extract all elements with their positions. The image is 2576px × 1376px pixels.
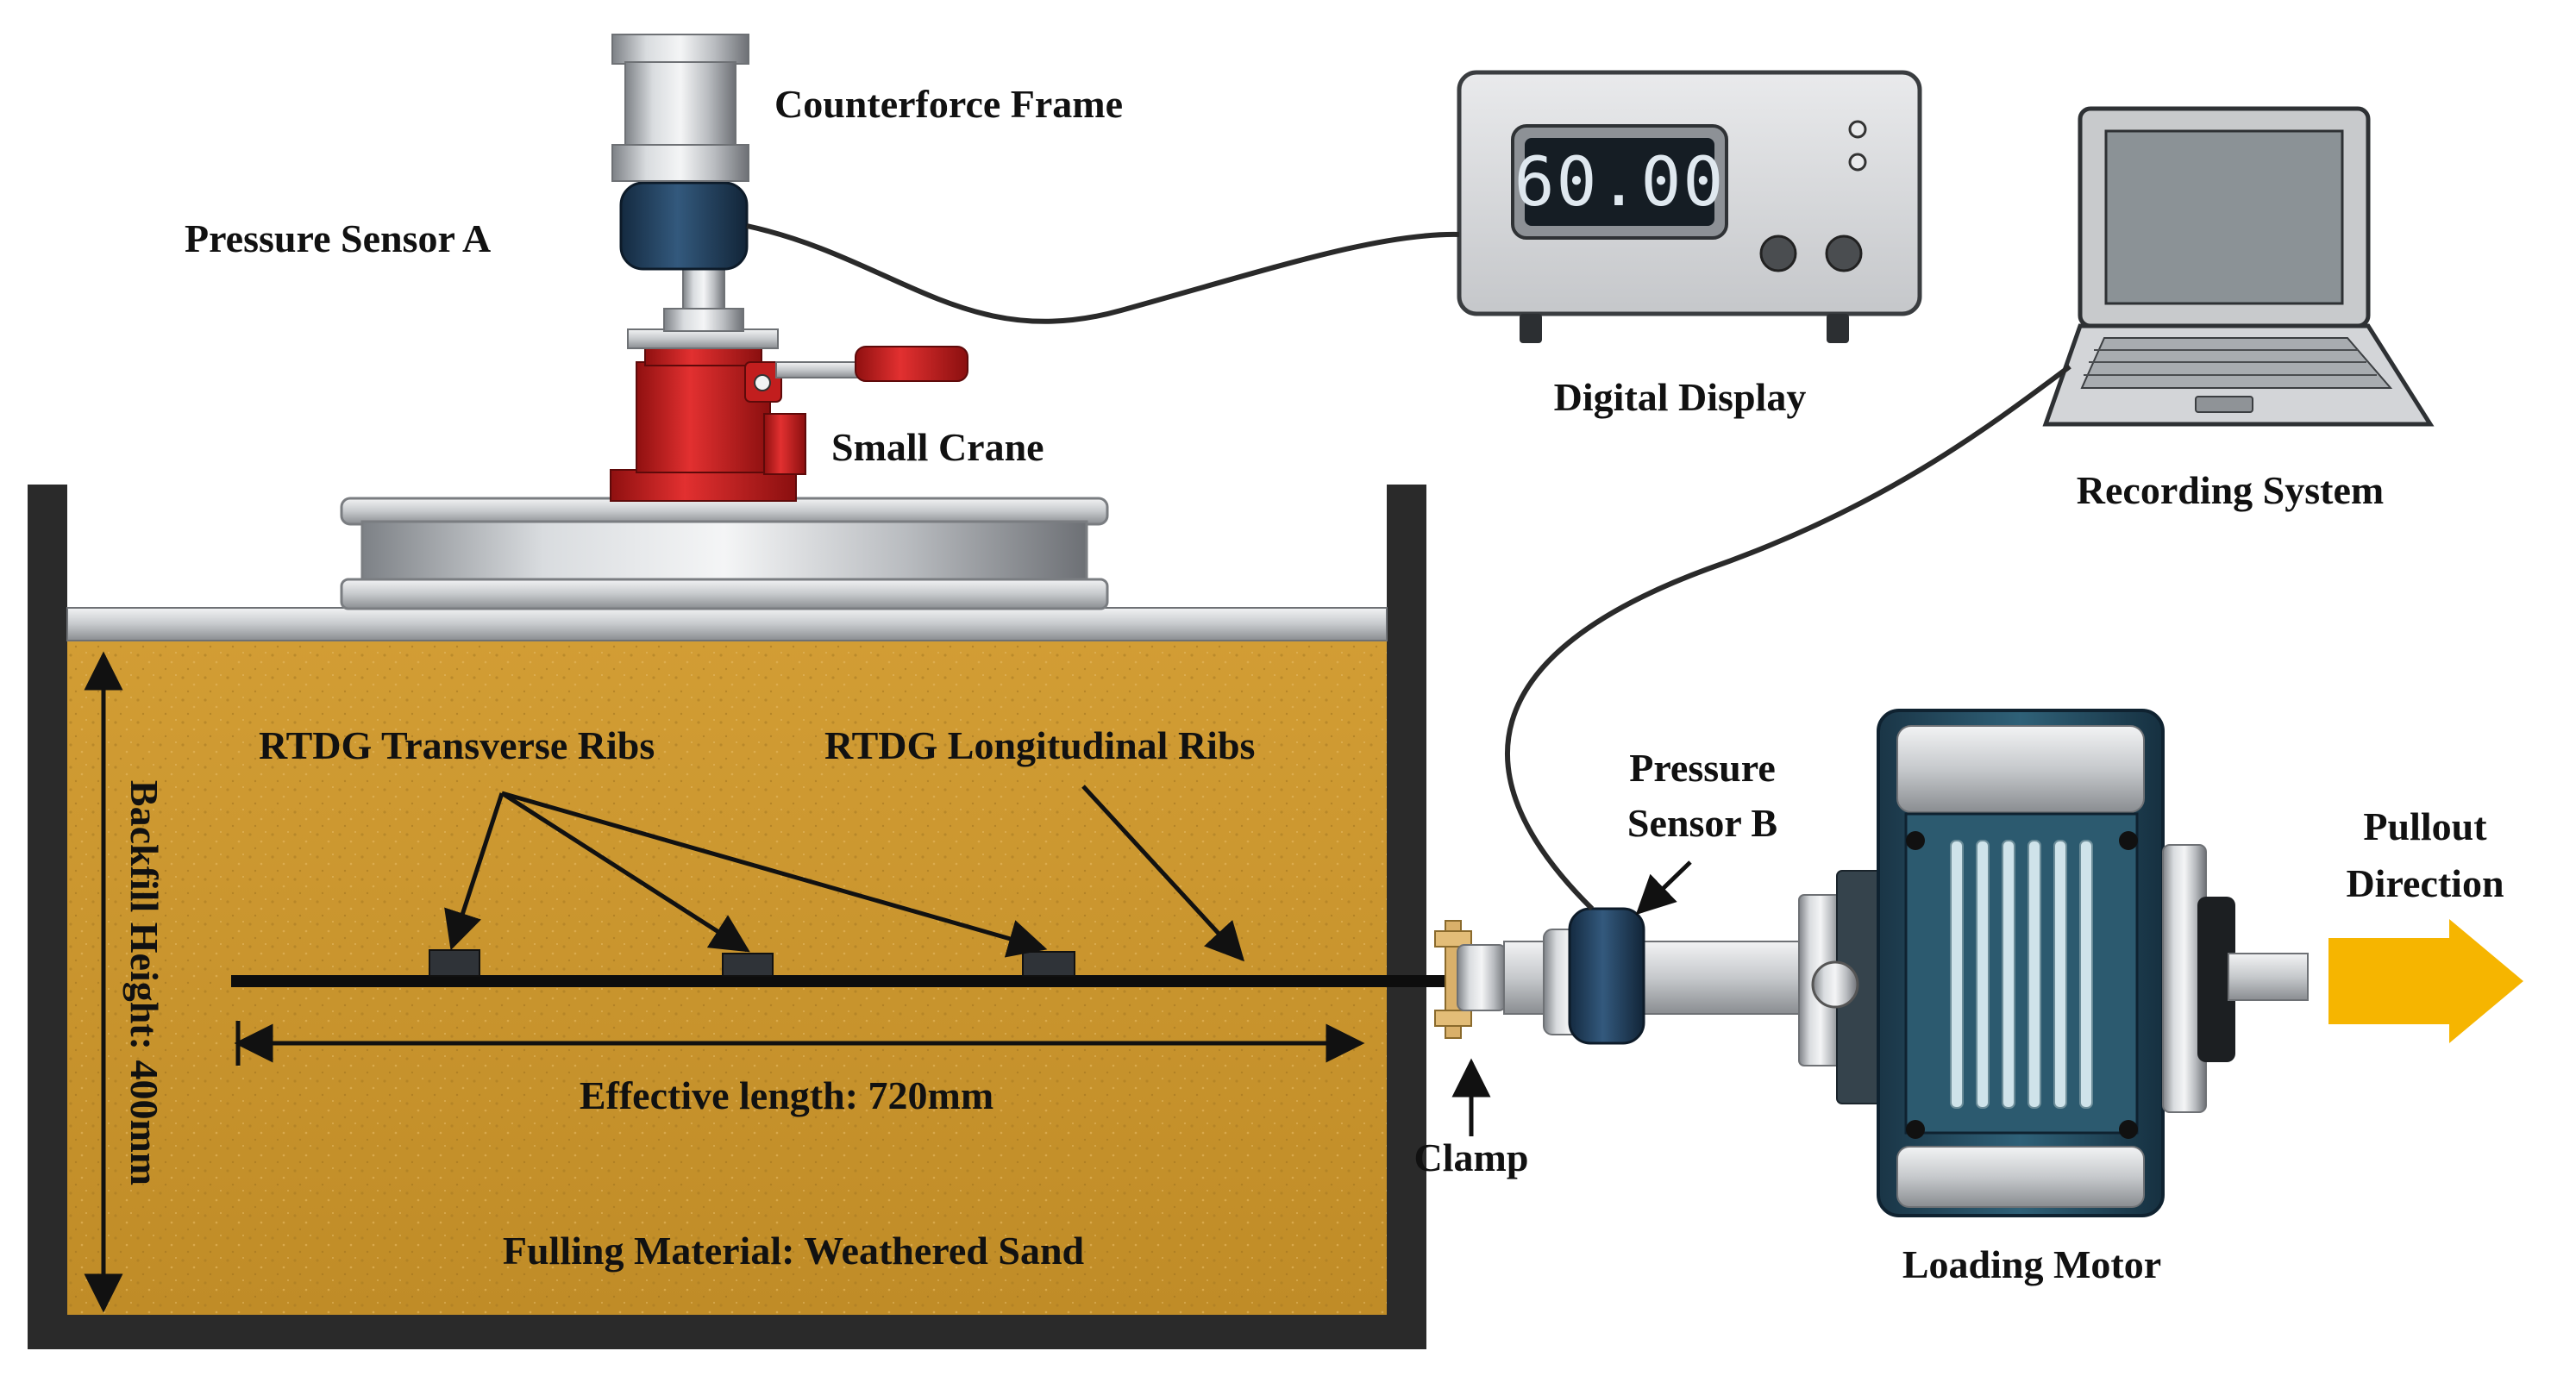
display-screen bbox=[1525, 138, 1714, 226]
label-transverse-ribs: RTDG Transverse Ribs bbox=[259, 723, 655, 767]
laptop-icon bbox=[2042, 106, 2435, 427]
label-longitudinal-ribs: RTDG Longitudinal Ribs bbox=[824, 723, 1255, 767]
cable-sensor-b-to-laptop bbox=[1505, 364, 2071, 911]
keyboard-keys bbox=[2084, 349, 2377, 376]
motor-fins bbox=[1950, 840, 2093, 1109]
pressure-sensor-b bbox=[1568, 907, 1645, 1045]
cable-sensor-a-to-display bbox=[746, 223, 1460, 324]
label-small-crane: Small Crane bbox=[831, 425, 1044, 469]
electric-motor-icon bbox=[1798, 709, 2309, 1217]
geogrid bbox=[231, 949, 1457, 987]
sand-box bbox=[28, 485, 1426, 1349]
box-bottom bbox=[28, 1315, 1426, 1349]
display-reading: 60.00 bbox=[1514, 144, 1726, 222]
label-effective-length: Effective length: 720mm bbox=[580, 1073, 993, 1117]
hydraulic-jack-icon bbox=[610, 328, 968, 502]
label-backfill-height: Backfill Height: 400mm bbox=[122, 780, 166, 1185]
transverse-rib-3 bbox=[1022, 951, 1075, 977]
counterforce-frame bbox=[611, 34, 749, 182]
rod-collar bbox=[663, 308, 744, 332]
label-pressure-sensor-b-line2: Sensor B bbox=[1627, 801, 1777, 845]
label-recording-system: Recording System bbox=[2077, 468, 2384, 512]
pressure-sensor-a bbox=[619, 181, 749, 271]
loading-stack bbox=[340, 34, 1109, 610]
label-pressure-sensor-b-line1: Pressure bbox=[1629, 746, 1776, 790]
label-pullout-line1: Pullout bbox=[2363, 804, 2487, 848]
pointer-arrows bbox=[444, 785, 1692, 1136]
label-filling-material: Fulling Material: Weathered Sand bbox=[503, 1229, 1085, 1273]
digital-display-icon: 60.00 bbox=[1457, 70, 1922, 343]
transverse-rib-2 bbox=[722, 953, 774, 977]
label-loading-motor: Loading Motor bbox=[1902, 1242, 2161, 1286]
pullout-arrow bbox=[2328, 919, 2523, 1043]
transverse-rib-1 bbox=[429, 949, 480, 977]
label-digital-display: Digital Display bbox=[1554, 375, 1807, 419]
label-counterforce-frame: Counterforce Frame bbox=[774, 82, 1123, 126]
clamp bbox=[1434, 920, 1507, 1039]
base-disc-body bbox=[360, 520, 1088, 584]
geogrid-strip bbox=[231, 975, 1457, 987]
base-disc-bottom bbox=[340, 578, 1109, 610]
left-wall bbox=[28, 485, 67, 1347]
label-pressure-sensor-a: Pressure Sensor A bbox=[185, 216, 491, 260]
right-wall bbox=[1387, 485, 1426, 1347]
loading-plate bbox=[66, 607, 1388, 641]
label-pullout-line2: Direction bbox=[2346, 861, 2504, 905]
label-clamp: Clamp bbox=[1414, 1135, 1529, 1179]
